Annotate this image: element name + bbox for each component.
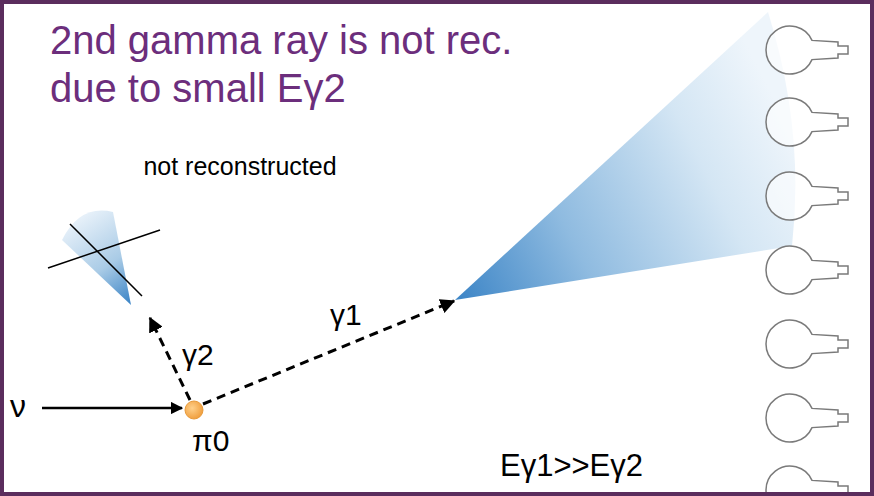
gamma-label: γ1 xyxy=(328,298,364,333)
cross-line xyxy=(48,230,160,268)
pmt-symbol xyxy=(766,26,848,74)
title: 2nd gamma ray is not rec. due to small E… xyxy=(50,16,570,112)
pmt-symbol xyxy=(766,98,848,146)
pion-dot xyxy=(185,401,203,419)
pmt-symbol xyxy=(766,246,848,294)
gamma-label: γ2 xyxy=(180,338,216,373)
annotation: not reconstructed xyxy=(141,152,338,181)
pmt-symbol xyxy=(766,172,848,220)
shower-cone-small xyxy=(62,211,131,305)
pmt-array xyxy=(766,26,848,492)
pmt-symbol xyxy=(766,466,848,492)
pmt-symbol xyxy=(766,394,848,442)
pmt-symbol xyxy=(766,320,848,368)
neutrino-arrow xyxy=(42,407,182,410)
cross-line xyxy=(70,224,142,296)
pion-label: π0 xyxy=(190,424,231,459)
energy-relation: Eγ1>>Eγ2 xyxy=(498,448,645,484)
neutrino-label: ν xyxy=(8,388,28,425)
